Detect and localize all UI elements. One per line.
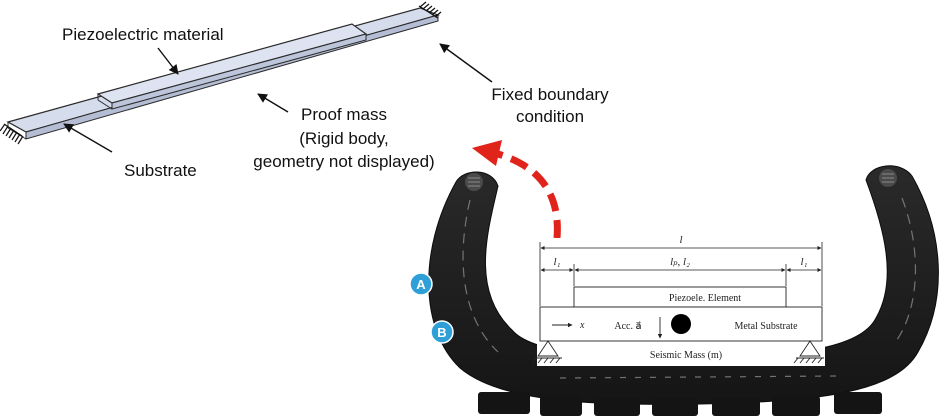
- piezo-leader-arrow: [157, 47, 179, 75]
- substrate-label: Substrate: [124, 161, 197, 180]
- acc-label: Acc. a⃗: [614, 321, 641, 332]
- proof-mass-label-line1: Proof mass: [301, 105, 387, 124]
- x-axis-label: x: [579, 320, 585, 331]
- right-support: [793, 340, 824, 364]
- marker-a: A: [409, 272, 433, 296]
- dim-label-l1-right: l₁: [801, 256, 808, 268]
- cantilever-beam: [0, 1, 493, 153]
- dim-label-l: l: [679, 234, 682, 246]
- seismic-mass-dot: [671, 314, 691, 334]
- marker-b: B: [430, 320, 454, 344]
- proof-mass-label-line2: (Rigid body,: [299, 129, 388, 148]
- fixed-boundary-label-line1: Fixed boundary: [491, 85, 609, 104]
- dim-label-l1-left: l₁: [554, 256, 561, 268]
- tread-lugs: [478, 392, 882, 416]
- fixed-leader-arrow: [439, 43, 493, 83]
- left-support: [531, 340, 562, 364]
- proof-mass-leader-arrow: [257, 93, 289, 113]
- piezo-label: Piezoelectric material: [62, 25, 224, 44]
- right-fixed-hatch: [418, 1, 442, 19]
- proof-mass-label-line3: geometry not displayed): [253, 152, 434, 171]
- substrate-leader-arrow: [63, 123, 113, 153]
- beam-schematic: l l₁ lₚ, l₂ l₁ Piezoele. Element x Acc. …: [531, 234, 825, 366]
- fixed-boundary-label-line2: condition: [516, 107, 584, 126]
- dim-label-lp-l2: lₚ, l₂: [670, 256, 690, 268]
- svg-text:B: B: [437, 325, 446, 340]
- left-fixed-hatch: [0, 123, 24, 145]
- tire-cross-section: [428, 165, 939, 416]
- svg-text:A: A: [416, 277, 426, 292]
- metal-substrate-label: Metal Substrate: [734, 321, 798, 332]
- rotation-arrow: [472, 140, 561, 239]
- piezo-side-face: [111, 33, 367, 110]
- schematic-piezo-label: Piezoele. Element: [669, 293, 741, 304]
- seismic-mass-label: Seismic Mass (m): [650, 350, 722, 361]
